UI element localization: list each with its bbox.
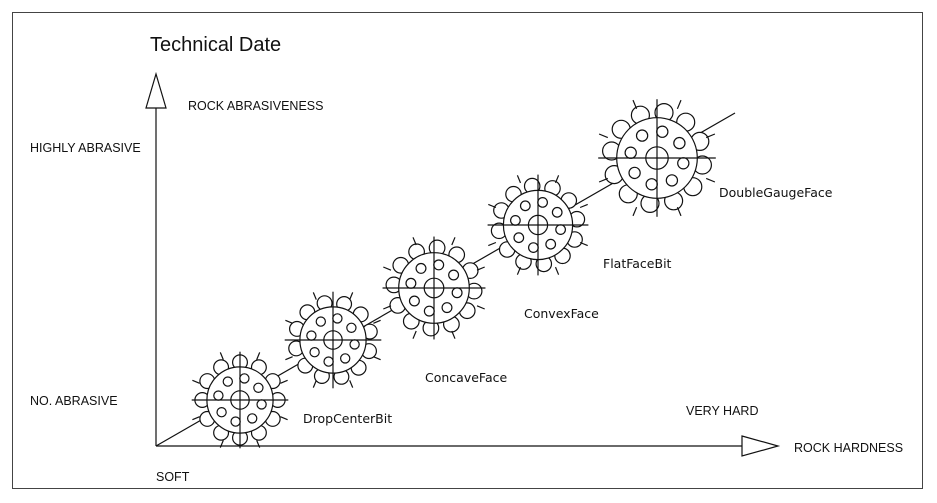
x-axis-title: ROCK HARDNESS	[794, 441, 904, 455]
y-axis-arrow	[145, 71, 167, 109]
flat-face-bit-icon	[487, 174, 589, 276]
y-axis-title: ROCK ABRASIVENESS	[188, 99, 324, 113]
x-axis-low-label: SOFT	[156, 470, 190, 484]
bit-label-concave-face: ConcaveFace	[425, 370, 508, 385]
double-gauge-face-bit-icon	[598, 99, 716, 217]
bit-label-convex-face: ConvexFace	[524, 306, 599, 321]
y-axis-low-label: NO. ABRASIVE	[30, 394, 118, 408]
convex-face-bit-icon	[382, 236, 486, 340]
bit-label-drop-center: DropCenterBit	[303, 411, 393, 426]
concave-face-bit-icon	[284, 291, 382, 389]
drop-center-bit-icon	[191, 351, 289, 449]
bit-label-flat-face: FlatFaceBit	[603, 256, 672, 271]
y-axis-high-label: HIGHLY ABRASIVE	[30, 141, 141, 155]
page-title: Technical Date	[150, 34, 282, 56]
x-axis-high-label: VERY HARD	[686, 404, 759, 418]
diagram-frame	[12, 12, 923, 489]
bit-label-double-gauge-face: DoubleGaugeFace	[719, 185, 833, 200]
x-axis-arrow	[741, 435, 781, 457]
